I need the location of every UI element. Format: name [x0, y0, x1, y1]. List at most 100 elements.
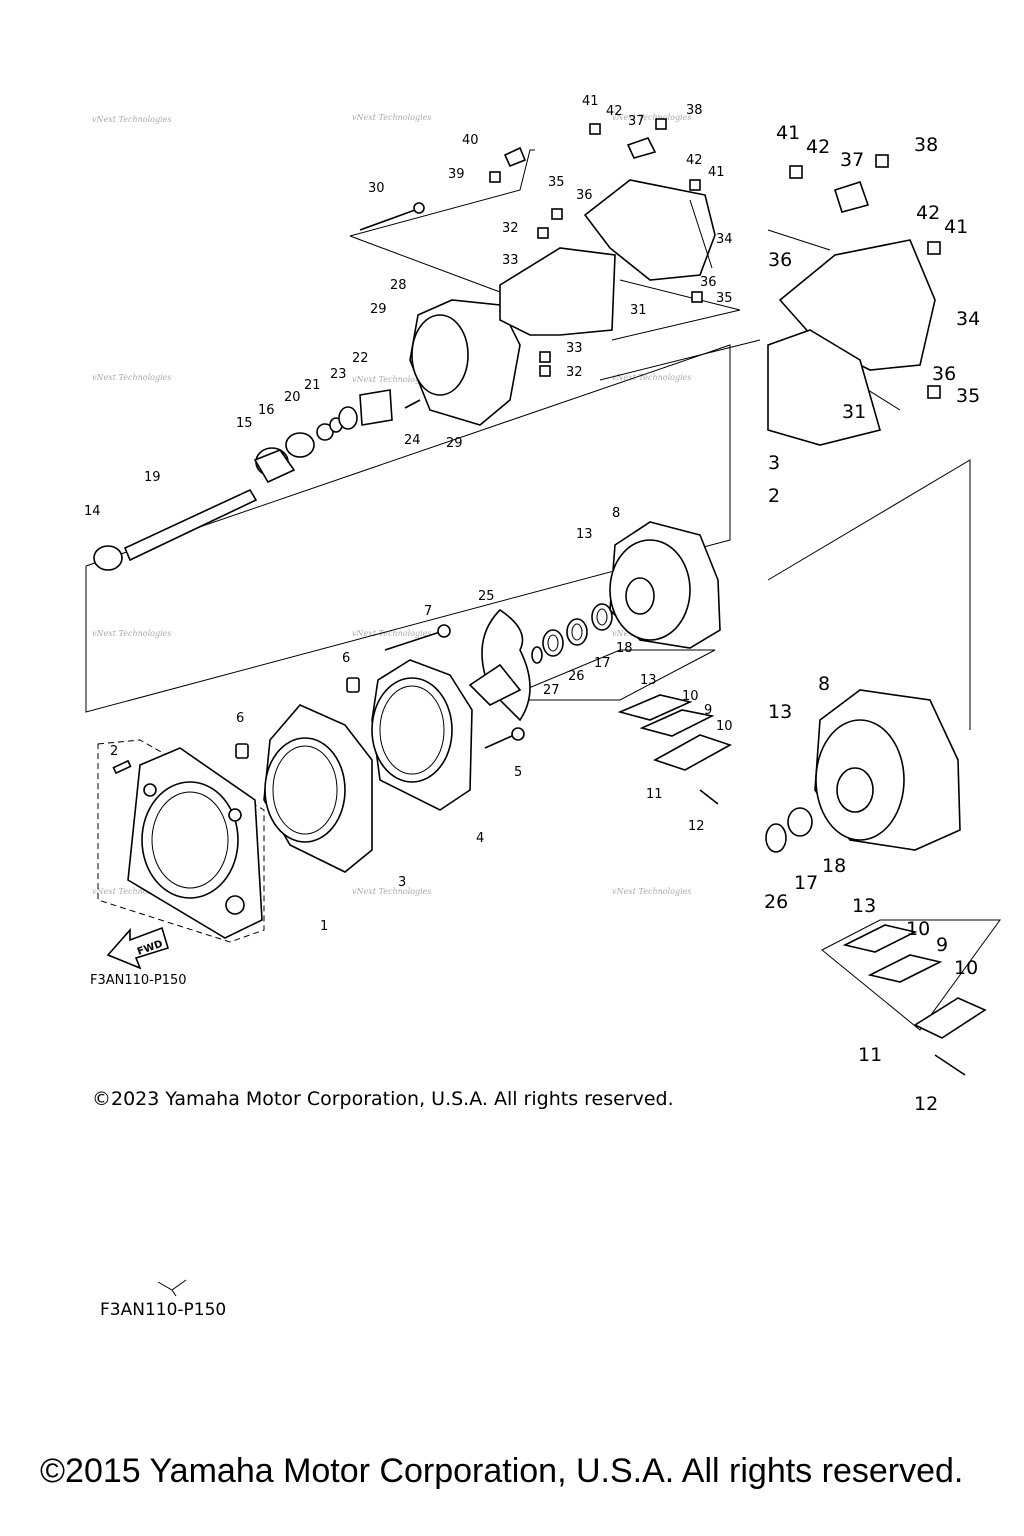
callout: 3	[398, 875, 406, 890]
callout: 32	[502, 221, 519, 236]
part-31-nozzle	[499, 247, 616, 336]
watermark: vNext Technologies	[352, 375, 431, 384]
callout: 7	[424, 604, 432, 619]
callout: 6	[236, 711, 244, 726]
callout: 42	[686, 153, 703, 168]
callout: 36	[768, 249, 792, 271]
copyright-main: ©2023 Yamaha Motor Corporation, U.S.A. A…	[92, 1088, 674, 1110]
callout: 36	[700, 275, 717, 290]
callout: 36	[576, 188, 593, 203]
callout: 38	[914, 134, 938, 156]
callout: 27	[543, 683, 560, 698]
callout: 38	[686, 103, 703, 118]
callout: 24	[404, 433, 421, 448]
callout: 36	[932, 363, 956, 385]
callout: 23	[330, 367, 347, 382]
callout: 21	[304, 378, 321, 393]
part-6-collars	[235, 677, 360, 759]
callout: 34	[716, 232, 733, 247]
watermark: vNext Technologies	[612, 113, 691, 122]
callout: 32	[566, 365, 583, 380]
callout: 11	[858, 1044, 882, 1066]
callout: 33	[566, 341, 583, 356]
callout: 9	[704, 703, 712, 718]
callouts-main: 1 2 3 4 5 6 6 7 8 9 10 10 11 12 13 13 14…	[84, 94, 733, 934]
callout: 37	[840, 149, 864, 171]
callout: 13	[576, 527, 593, 542]
callout: 30	[368, 181, 385, 196]
callout: 29	[370, 302, 387, 317]
callout: 12	[688, 819, 705, 834]
callout: 11	[646, 787, 663, 802]
part-34-deflector	[583, 179, 716, 281]
callout: 39	[448, 167, 465, 182]
callout: 28	[390, 278, 407, 293]
copyright-footer: ©2015 Yamaha Motor Corporation, U.S.A. A…	[40, 1452, 964, 1490]
watermark: vNext Technologies	[352, 113, 431, 122]
callout: 22	[352, 351, 369, 366]
callout: 42	[806, 136, 830, 158]
callout: 2	[768, 485, 780, 507]
callout: 9	[936, 934, 948, 956]
part-8-pump-housing	[609, 521, 721, 649]
part-1-intake-duct-plate	[127, 747, 263, 939]
callout: 40	[462, 133, 479, 148]
watermarks: vNext Technologies vNext Technologies vN…	[92, 113, 691, 896]
watermark: vNext Technologies	[92, 887, 171, 896]
callout: 4	[476, 831, 484, 846]
callout: 13	[852, 895, 876, 917]
callout: 3	[768, 452, 780, 474]
watermark: vNext Technologies	[92, 115, 171, 124]
callout: 42	[916, 202, 940, 224]
figure-code-lower: F3AN110-P150	[100, 1300, 227, 1320]
callout: 14	[84, 504, 101, 519]
bolts-5-7	[384, 624, 525, 749]
callouts-zoom: 8 9 10 10 11 12 13 13 17 18 26 31 34 35 …	[764, 122, 980, 1115]
callout: 1	[320, 919, 328, 934]
callout: 12	[914, 1093, 938, 1115]
callout: 42	[606, 104, 623, 119]
callout: 13	[768, 701, 792, 723]
callout: 26	[568, 669, 585, 684]
watermark: vNext Technologies	[352, 887, 431, 896]
callout: 37	[628, 114, 645, 129]
part-4-impeller-housing	[371, 659, 473, 811]
fwd-arrow-icon: FWD	[106, 926, 169, 970]
part-2-pin	[112, 759, 132, 775]
callout: 10	[716, 719, 733, 734]
callout: 35	[716, 291, 733, 306]
callout: 29	[446, 436, 463, 451]
watermark: vNext Technologies	[612, 373, 691, 382]
part-28-nozzle-housing	[359, 202, 521, 426]
watermark: vNext Technologies	[352, 629, 431, 638]
callout: 35	[548, 175, 565, 190]
drive-shaft-assembly	[93, 389, 421, 571]
zoom-detail	[765, 154, 987, 1076]
figure-code-main: F3AN110-P150	[90, 973, 187, 988]
callout: 35	[956, 385, 980, 407]
callout: 13	[640, 673, 657, 688]
lower-arrow-mark	[157, 1279, 187, 1297]
hardware-32-42	[489, 118, 703, 377]
callout: 10	[954, 957, 978, 979]
part-25-impeller	[468, 608, 531, 722]
callout: 2	[110, 744, 118, 759]
rings-17-18-26-27	[531, 603, 613, 664]
callout: 41	[944, 216, 968, 238]
callout: 18	[616, 641, 633, 656]
callout: 25	[478, 589, 495, 604]
callout: 10	[682, 689, 699, 704]
callout: 6	[342, 651, 350, 666]
callout: 8	[818, 673, 830, 695]
callout: 31	[630, 303, 647, 318]
callout: 41	[708, 165, 725, 180]
callout: 31	[842, 401, 866, 423]
callout: 26	[764, 891, 788, 913]
callout: 16	[258, 403, 275, 418]
callout: 41	[776, 122, 800, 144]
callout: 34	[956, 308, 980, 330]
callout: 17	[594, 656, 611, 671]
callout: 19	[144, 470, 161, 485]
part-3-housing	[263, 704, 373, 873]
part-9-10-11-cover	[617, 694, 732, 805]
